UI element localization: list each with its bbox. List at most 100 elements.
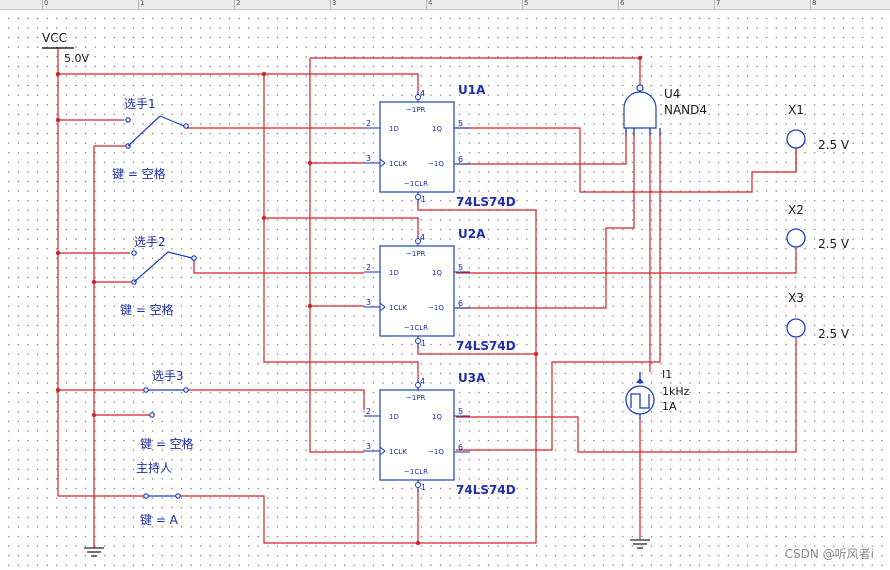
switch-host-name: 主持人 bbox=[136, 460, 172, 475]
switch-host-key: 键 = A bbox=[140, 513, 179, 527]
flipflop-ref: U2A bbox=[458, 227, 486, 241]
clk-bus-wire[interactable] bbox=[309, 58, 364, 453]
switch-1-name: 选手1 bbox=[124, 97, 156, 111]
pin-number: 4 bbox=[420, 377, 425, 386]
watermark: CSDN @听风者i bbox=[784, 547, 874, 561]
flipflop-body bbox=[379, 101, 455, 193]
flipflop-group: ~1PR1D1CLK1Q~1Q~1CLR423561U1A74LS74D~1PR… bbox=[364, 83, 516, 497]
ruler-tick: 1 bbox=[140, 0, 145, 7]
pin-number: 1 bbox=[421, 195, 426, 204]
clock-freq: 1kHz bbox=[662, 385, 690, 398]
ruler-tick: 4 bbox=[428, 0, 433, 7]
flipflop-ref: U3A bbox=[458, 371, 486, 385]
pin-qn-label: ~1Q bbox=[428, 160, 444, 168]
flipflop-ref: U1A bbox=[458, 83, 486, 97]
pin-pr-label: ~1PR bbox=[406, 250, 426, 258]
nand-ref: U4 bbox=[664, 87, 680, 101]
nand4-gate[interactable] bbox=[623, 84, 661, 136]
lamp-x2[interactable] bbox=[786, 228, 806, 248]
pin-clk-label: 1CLK bbox=[389, 160, 407, 168]
pr2-wire[interactable] bbox=[264, 217, 419, 242]
flipflop-u1[interactable]: ~1PR 1D 1CLK 1Q ~1Q ~1CLR 4 2 3 5 6 1 U1A 74LS74D bbox=[364, 83, 516, 209]
pin-qn-label: ~1Q bbox=[428, 304, 444, 312]
flipflop-part: 74LS74D bbox=[456, 483, 516, 497]
nand-part: NAND4 bbox=[664, 103, 707, 117]
vcc-source[interactable]: VCC 5.0V bbox=[42, 31, 89, 65]
sw3-d-wire[interactable] bbox=[188, 389, 365, 410]
clock-amp: 1A bbox=[662, 400, 677, 413]
pin-d-label: 1D bbox=[389, 125, 399, 133]
switch-3-name: 选手3 bbox=[152, 369, 184, 383]
ruler-tick: 0 bbox=[44, 0, 49, 7]
switch-3[interactable] bbox=[143, 387, 189, 418]
pin-d-label: 1D bbox=[389, 413, 399, 421]
pin-number: 3 bbox=[366, 442, 371, 451]
pin-number: 5 bbox=[458, 263, 463, 272]
lamp-x1-ref: X1 bbox=[788, 103, 804, 117]
wires bbox=[57, 48, 797, 548]
ruler-tick: 7 bbox=[716, 0, 721, 7]
lamp-x1[interactable] bbox=[786, 129, 806, 149]
clock-source[interactable] bbox=[625, 372, 655, 420]
pin-clr-label: ~1CLR bbox=[404, 468, 428, 476]
ruler-tick: 5 bbox=[524, 0, 529, 7]
switch-2[interactable] bbox=[131, 250, 197, 285]
pin-q-label: 1Q bbox=[432, 269, 442, 277]
pin-clk-label: 1CLK bbox=[389, 448, 407, 456]
pin-number: 2 bbox=[366, 263, 371, 272]
lamp-x3-rating: 2.5 V bbox=[818, 327, 850, 341]
pin-number: 1 bbox=[421, 339, 426, 348]
top-ruler: 0 1 2 3 4 5 6 7 8 bbox=[0, 0, 890, 10]
pin-d-label: 1D bbox=[389, 269, 399, 277]
switch-2-key: 键 = 空格 bbox=[120, 302, 174, 317]
ground-left-icon bbox=[84, 547, 104, 557]
pin-number: 5 bbox=[458, 119, 463, 128]
sw2-d-wire[interactable] bbox=[193, 258, 364, 274]
lamp-x3-ref: X3 bbox=[788, 291, 804, 305]
pin-pr-label: ~1PR bbox=[406, 106, 426, 114]
lamp-x2-rating: 2.5 V bbox=[818, 237, 850, 251]
qn2-nand-wire[interactable] bbox=[456, 128, 635, 309]
pin-number: 6 bbox=[458, 299, 463, 308]
pin-clr-label: ~1CLR bbox=[404, 180, 428, 188]
lamp-x3[interactable] bbox=[786, 318, 806, 338]
pin-clr-label: ~1CLR bbox=[404, 324, 428, 332]
pin-number: 2 bbox=[366, 407, 371, 416]
switch-host[interactable] bbox=[143, 493, 181, 499]
clk-top-wire[interactable] bbox=[310, 57, 641, 84]
pin-number: 6 bbox=[458, 443, 463, 452]
host-clr-wire[interactable] bbox=[180, 480, 419, 544]
pin-number: 2 bbox=[366, 119, 371, 128]
vcc-pr-wire[interactable] bbox=[58, 73, 419, 100]
lamp-x1-rating: 2.5 V bbox=[818, 138, 850, 152]
sw1-d-wire[interactable] bbox=[185, 126, 364, 129]
vcc-label: VCC bbox=[42, 31, 67, 45]
pin-number: 6 bbox=[458, 155, 463, 164]
switch-1-key: 键 = 空格 bbox=[112, 166, 166, 181]
pin-number: 4 bbox=[420, 89, 425, 98]
pin-number: 1 bbox=[421, 483, 426, 492]
pin-number: 3 bbox=[366, 154, 371, 163]
pin-q-label: 1Q bbox=[432, 125, 442, 133]
clr1-wire[interactable] bbox=[417, 196, 537, 544]
qn1-nand-wire[interactable] bbox=[456, 128, 627, 165]
ruler-tick: 6 bbox=[620, 0, 625, 7]
lamp-x2-ref: X2 bbox=[788, 203, 804, 217]
flipflop-part: 74LS74D bbox=[456, 195, 516, 209]
pin-number: 5 bbox=[458, 407, 463, 416]
qn3-nand-wire[interactable] bbox=[456, 128, 661, 451]
clock-ref: I1 bbox=[662, 368, 672, 381]
switch-3-key: 键 = 空格 bbox=[140, 436, 194, 451]
ruler-tick: 2 bbox=[236, 0, 241, 7]
q2-lamp-wire[interactable] bbox=[456, 248, 797, 274]
pin-clk-label: 1CLK bbox=[389, 304, 407, 312]
switch-2-name: 选手2 bbox=[134, 235, 166, 249]
q3-lamp-wire[interactable] bbox=[456, 338, 797, 453]
switch-1[interactable] bbox=[125, 115, 189, 149]
ground-right-icon bbox=[630, 539, 650, 549]
pin-number: 3 bbox=[366, 298, 371, 307]
